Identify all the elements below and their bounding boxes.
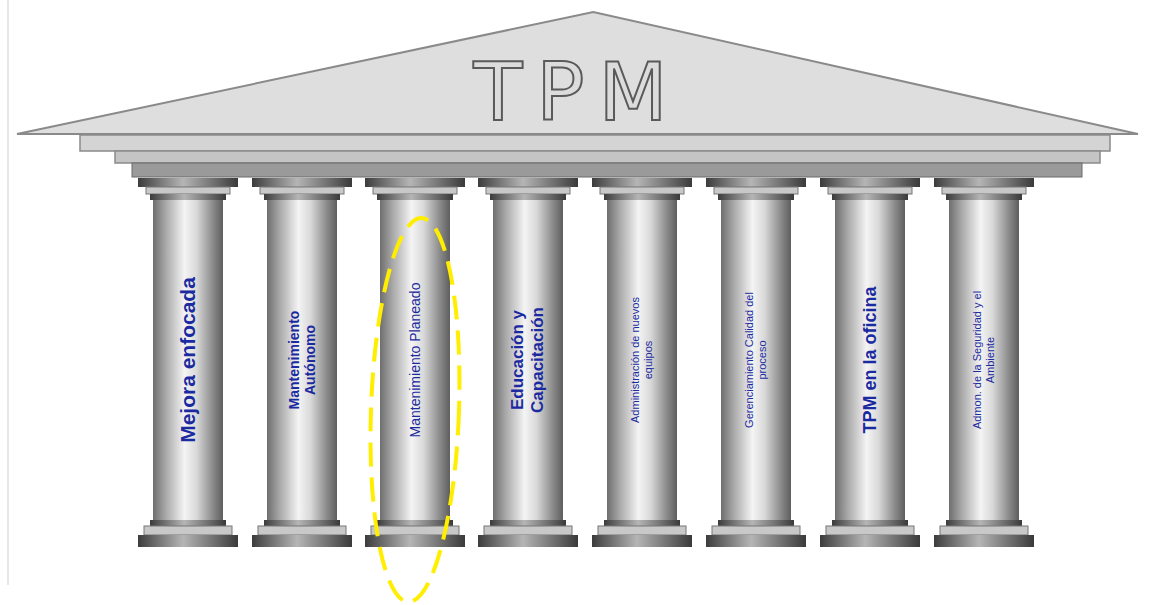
pillar-shaft: Mantenimiento Planeado <box>380 200 450 520</box>
pillar-label: Gerenciamiento Calidad del proceso <box>743 280 768 440</box>
pillar-label: Administración de nuevos equipos <box>629 280 654 440</box>
pillar-label: TPM en la oficina <box>860 215 881 505</box>
roof-pediment: TPM <box>15 10 1140 135</box>
pillar-shaft: Admon. de la Seguridad y el Ambiente <box>949 200 1019 520</box>
pillar-label: Mantenimiento Planeado <box>407 210 423 510</box>
pillar-label: Educación y Capacitación <box>508 285 547 435</box>
roof-title: TPM <box>15 53 1140 133</box>
pillar-shaft: Educación y Capacitación <box>493 200 563 520</box>
pillar-label: Admon. de la Seguridad y el Ambiente <box>971 275 996 445</box>
pillar-shaft: Mantenimiento Autónomo <box>267 200 337 520</box>
pillar-label: Mejora enfocada <box>176 215 200 505</box>
pillar-shaft: Gerenciamiento Calidad del proceso <box>721 200 791 520</box>
pillar-shaft: Administración de nuevos equipos <box>607 200 677 520</box>
pillar-shaft: TPM en la oficina <box>835 200 905 520</box>
pillar-shaft: Mejora enfocada <box>153 200 223 520</box>
pillar-label: Mantenimiento Autónomo <box>286 300 318 420</box>
